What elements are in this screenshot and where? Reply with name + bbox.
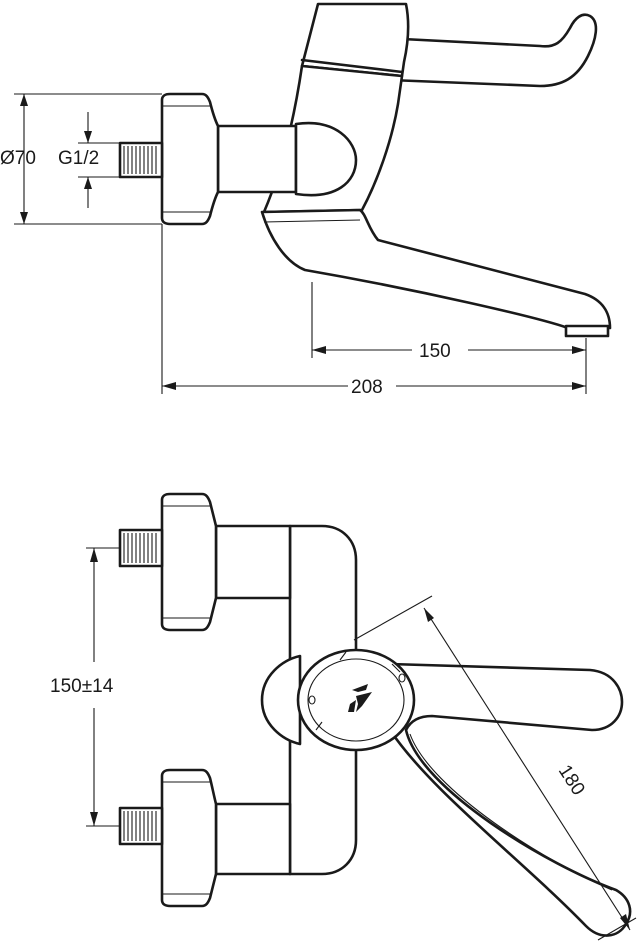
side-spout (260, 208, 612, 330)
dim-lever-length-label: 180 (554, 761, 589, 799)
front-upper-nipple (118, 528, 164, 568)
side-view: Ø70 G1/2 150 2 (0, 2, 612, 398)
front-head-slot-top (339, 651, 401, 673)
side-wall-flange (160, 92, 220, 226)
dim-spout-reach (311, 282, 587, 358)
front-view: 150±14 180 (50, 492, 637, 941)
front-lower-nipple (118, 806, 164, 846)
front-lower-connection (214, 802, 292, 876)
front-lower-flange (160, 768, 218, 908)
side-spout-joint (263, 219, 361, 223)
front-mixer-head-ring (307, 658, 405, 742)
front-head-dot-right (398, 673, 406, 683)
side-round-shoulder (294, 121, 358, 197)
front-lever-handle (388, 662, 632, 937)
dim-total-depth (161, 224, 587, 394)
front-upper-connection (214, 524, 292, 600)
side-aerator (564, 324, 610, 338)
dim-thread (78, 112, 120, 208)
dim-thread-label: G1/2 (58, 148, 99, 169)
dim-lever-length (353, 595, 637, 941)
dim-spout-reach-label: 150 (419, 341, 451, 362)
side-lever-handle (381, 13, 598, 88)
dim-diameter (14, 93, 162, 225)
front-head-dot-left (308, 695, 316, 705)
side-cap-band (300, 58, 404, 74)
front-lever-inner-edge (409, 733, 613, 891)
side-connection-body (216, 124, 298, 194)
dim-inlet-spacing-label: 150±14 (50, 676, 114, 697)
front-upper-flange (160, 492, 218, 632)
dim-inlet-spacing (86, 547, 120, 827)
hot-cold-symbol (348, 684, 372, 712)
dim-diameter-label: Ø70 (0, 148, 36, 169)
dim-total-depth-label: 208 (351, 377, 383, 398)
front-mixer-bulge (260, 654, 302, 746)
side-threaded-nipple (118, 141, 164, 179)
front-head-slot-bottom (315, 721, 323, 731)
